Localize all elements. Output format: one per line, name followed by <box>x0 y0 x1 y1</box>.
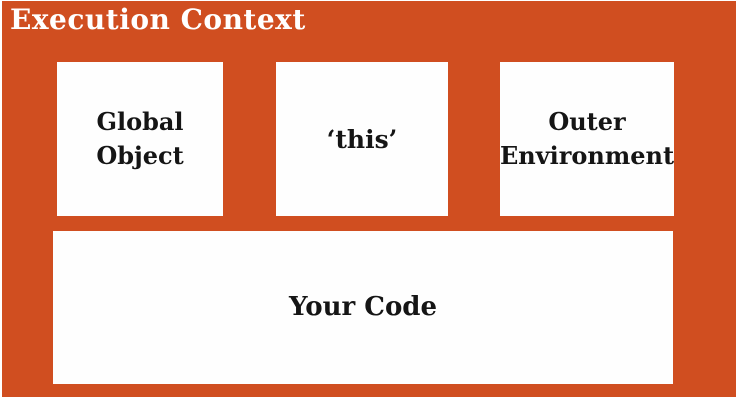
box-global-object-label: Global Object <box>96 107 184 170</box>
box-this-label: ‘this’ <box>326 124 398 154</box>
box-outer-environment-label: Outer Environment <box>499 107 675 170</box>
diagram-title: Execution Context <box>10 3 306 36</box>
box-your-code: Your Code <box>53 231 673 384</box>
box-outer-environment: Outer Environment <box>500 62 674 216</box>
box-global-object: Global Object <box>57 62 223 216</box>
box-this: ‘this’ <box>276 62 448 216</box>
execution-context-diagram: Execution Context Global Object ‘this’ O… <box>2 1 736 397</box>
box-your-code-label: Your Code <box>288 292 438 323</box>
